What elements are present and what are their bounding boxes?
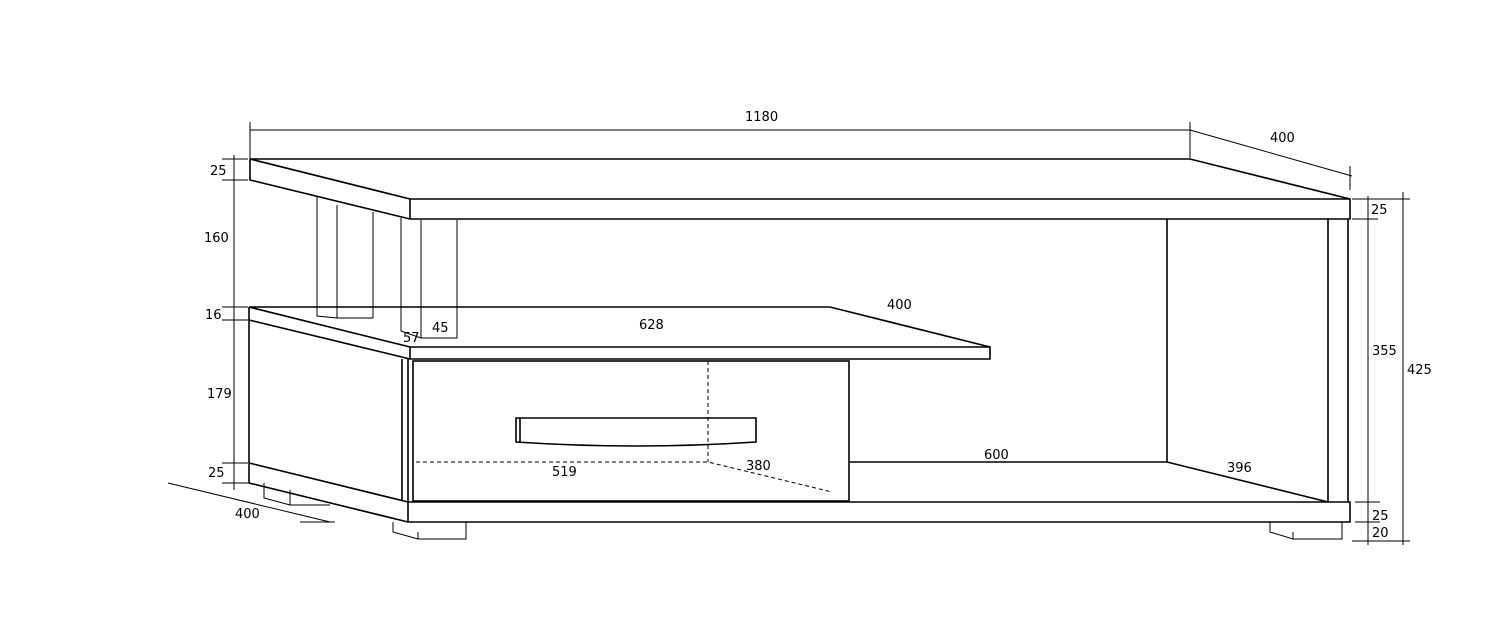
dim-inner-depth: 396 bbox=[1227, 461, 1252, 476]
dim-cabinet-height: 179 bbox=[207, 387, 232, 402]
dim-leg-depth: 57 bbox=[403, 331, 420, 346]
foot-front-right bbox=[1269, 522, 1343, 540]
drawer-front bbox=[412, 360, 850, 502]
dim-drawer-depth: 380 bbox=[746, 459, 771, 474]
dim-top-thickness-right: 25 bbox=[1371, 203, 1388, 218]
dim-bottom-depth: 400 bbox=[235, 507, 260, 522]
foot-back-left bbox=[263, 483, 330, 506]
dim-shelf-depth: 400 bbox=[887, 298, 912, 313]
dim-top-thickness-left: 25 bbox=[210, 164, 227, 179]
foot-front-left bbox=[392, 522, 467, 540]
dim-shelf-thickness: 16 bbox=[205, 308, 222, 323]
dim-bottom-thickness-right: 25 bbox=[1372, 509, 1389, 524]
dim-overall-width: 1180 bbox=[745, 110, 778, 125]
dim-top-depth: 400 bbox=[1270, 131, 1295, 146]
dim-leg-width: 45 bbox=[432, 321, 449, 336]
dim-foot-height: 20 bbox=[1372, 526, 1389, 541]
dim-drawer-width: 519 bbox=[552, 465, 577, 480]
dimension-labels: 1180 400 25 160 16 179 25 400 400 628 57… bbox=[204, 110, 1432, 541]
dim-upper-gap: 160 bbox=[204, 231, 229, 246]
drawer-handle bbox=[515, 417, 757, 447]
dimension-lines bbox=[167, 122, 1410, 545]
dim-shelf-width: 628 bbox=[639, 318, 664, 333]
furniture-outline bbox=[248, 158, 1351, 540]
dim-bottom-thickness-left: 25 bbox=[208, 466, 225, 481]
dim-overall-height: 425 bbox=[1407, 363, 1432, 378]
dim-inner-height: 355 bbox=[1372, 344, 1397, 359]
dim-open-width: 600 bbox=[984, 448, 1009, 463]
